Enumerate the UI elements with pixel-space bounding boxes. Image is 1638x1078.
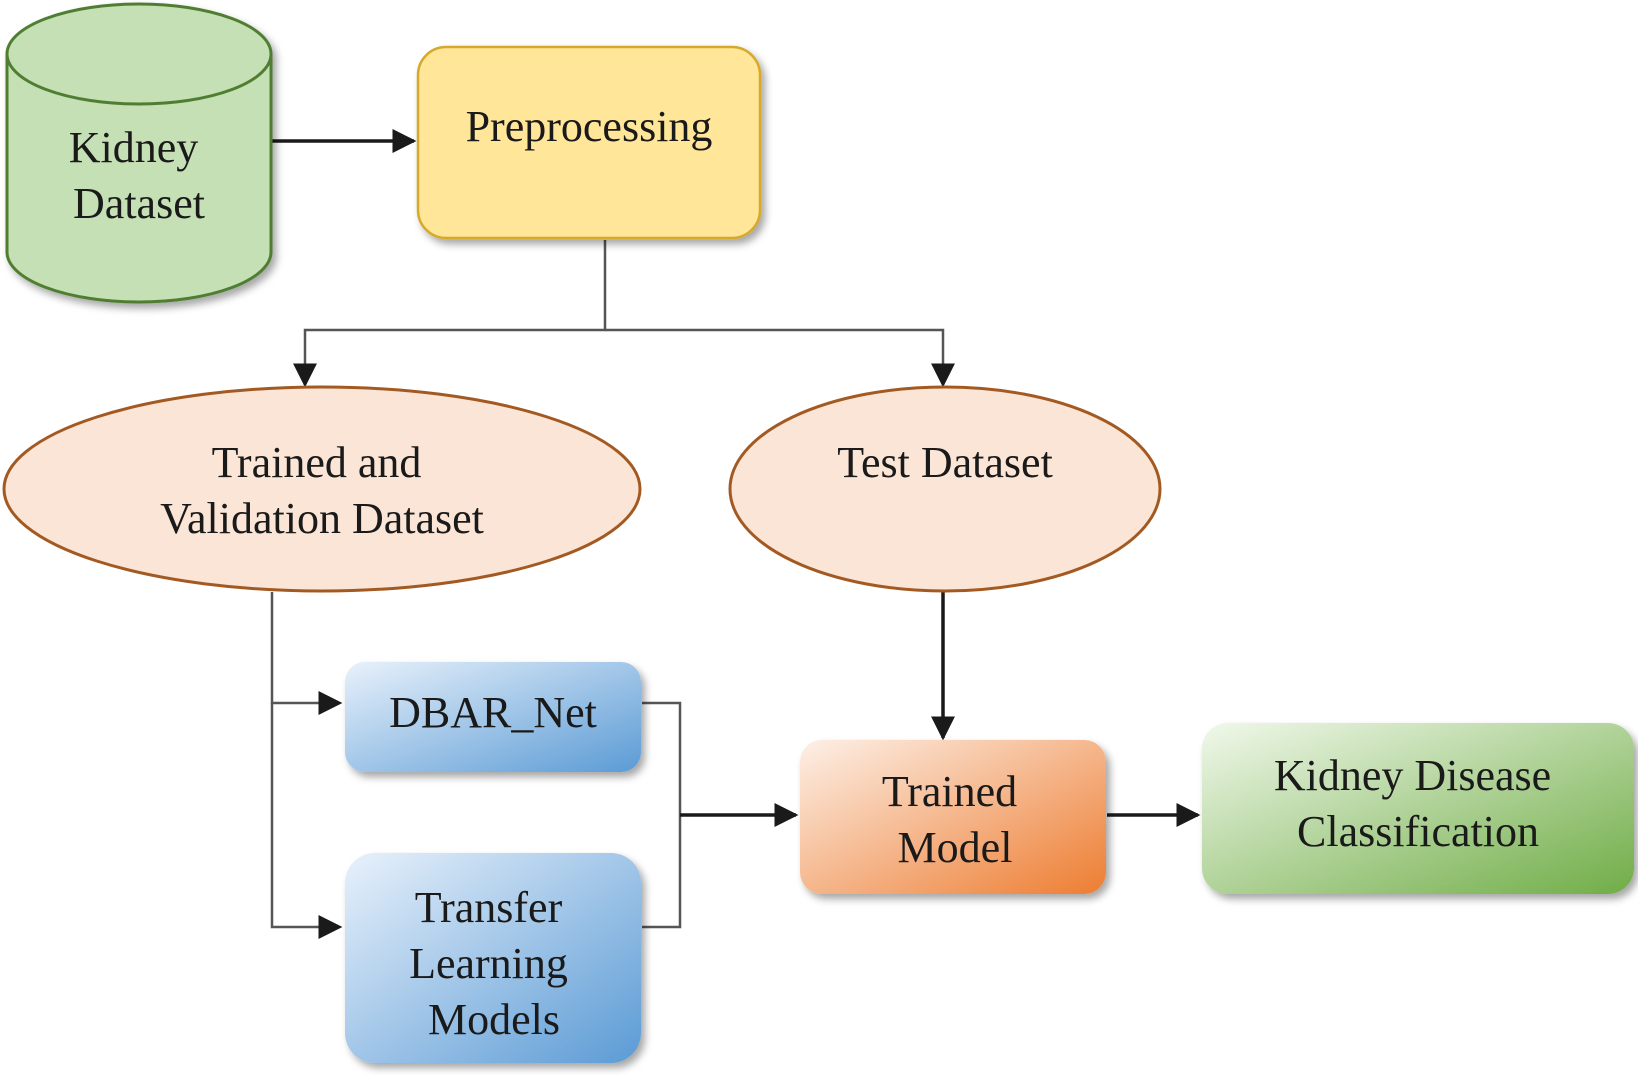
kidney-dataset-label: Kidney Dataset	[69, 123, 210, 228]
transfer-learning-label: Transfer Learning Models	[409, 883, 579, 1044]
node-preprocessing	[416, 45, 762, 240]
cylinder-body	[5, 54, 273, 304]
dbar-net-box	[345, 662, 641, 772]
cylinder-top	[5, 2, 273, 106]
edge-dbar-net-to-trained-model	[642, 701, 682, 815]
preprocessing-box	[416, 45, 762, 240]
node-dbar-net	[345, 662, 641, 772]
edge-trained-validation-to-dbar-net	[270, 592, 343, 715]
node-kidney-disease-classification	[1202, 723, 1634, 894]
node-trained-model	[800, 740, 1106, 894]
edge-transfer-learning-to-trained-model	[642, 815, 682, 929]
classification-box	[1202, 723, 1634, 894]
dbar-net-label: DBAR_Net	[389, 688, 597, 737]
test-dataset-label: Test Dataset	[837, 438, 1053, 487]
test-dataset-ellipse	[728, 385, 1162, 593]
edges	[270, 129, 1201, 939]
edge-preprocessing-to-trained-validation	[293, 240, 607, 388]
node-kidney-dataset	[5, 2, 273, 304]
classification-label: Kidney Disease Classification	[1274, 751, 1562, 856]
node-test-dataset	[728, 385, 1162, 593]
trained-model-label: Trained Model	[882, 767, 1028, 872]
edge-preprocessing-to-test-dataset	[605, 328, 955, 388]
preprocessing-label: Preprocessing	[466, 102, 713, 151]
node-transfer-learning-models	[345, 853, 641, 1063]
trained-validation-ellipse	[2, 385, 642, 593]
node-trained-validation-dataset	[2, 385, 642, 593]
transfer-learning-box	[345, 853, 641, 1063]
trained-validation-label: Trained and Validation Dataset	[160, 438, 484, 543]
edge-trained-validation-to-transfer-learning	[270, 703, 343, 939]
trained-model-box	[800, 740, 1106, 894]
